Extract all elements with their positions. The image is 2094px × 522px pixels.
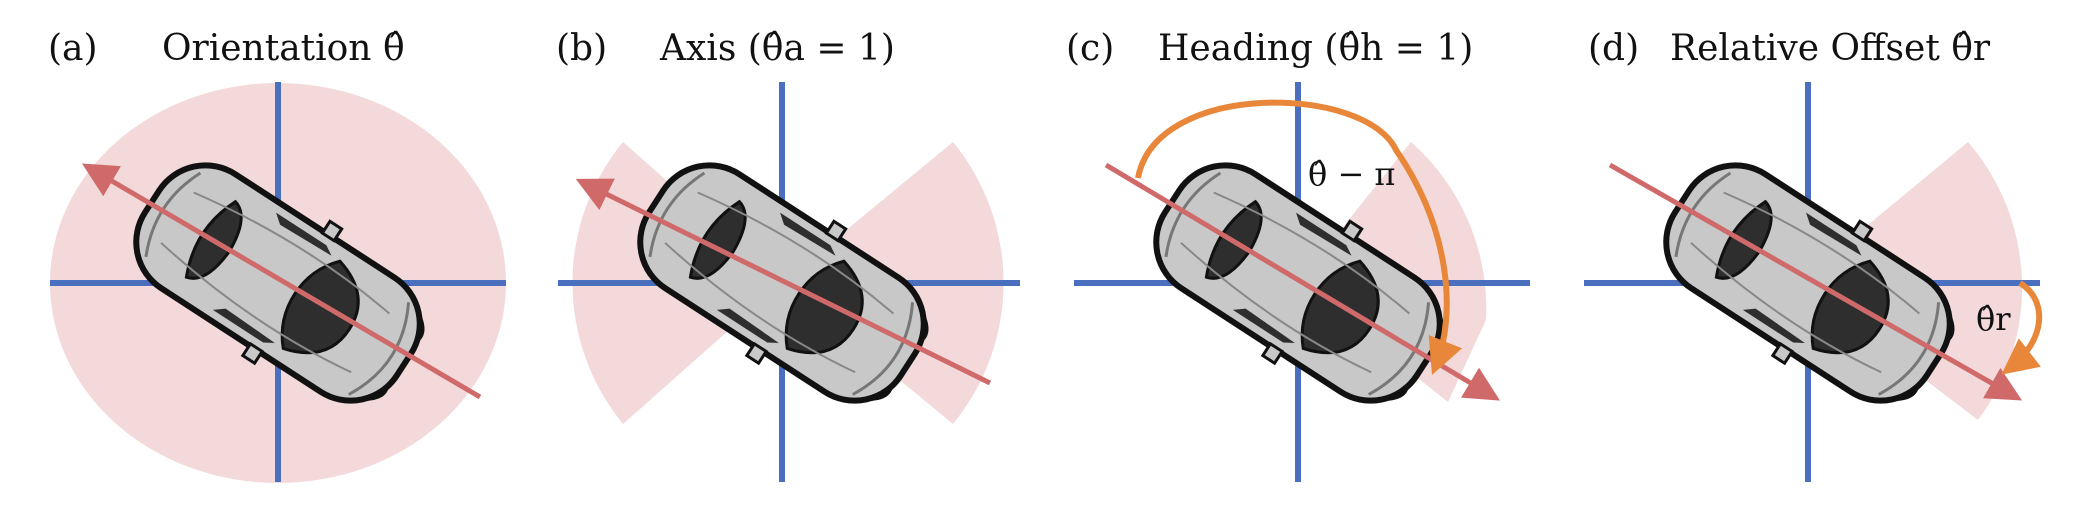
relative-angle-label: θ̂r — [1976, 300, 2011, 338]
axis-arrow-icon — [575, 178, 992, 386]
orientation-diagram — [50, 82, 506, 483]
panel-axis: (b) Axis (θ̂a = 1) — [520, 0, 1040, 522]
relative-offset-arrow-icon — [1608, 162, 2023, 401]
panel-title-relative-offset: Relative Offset θ̂r — [1670, 28, 1991, 69]
panel-title-axis: Axis (θ̂a = 1) — [660, 28, 895, 69]
panel-heading: (c) Heading (θ̂h = 1) θ̂ − π — [1036, 0, 1556, 522]
relative-angle-curve — [2001, 280, 2043, 375]
relative-offset-diagram — [1584, 82, 2043, 482]
heading-angle-curve — [1135, 99, 1463, 376]
panel-label-d: (d) — [1588, 28, 1640, 69]
panel-relative-offset: (d) Relative Offset θ̂r θ̂r — [1558, 0, 2078, 522]
panel-label-c: (c) — [1066, 28, 1115, 69]
panel-title-orientation: Orientation θ̂ — [162, 28, 405, 69]
panel-label-b: (b) — [556, 28, 608, 69]
orientation-arrow-icon — [81, 163, 482, 400]
heading-diagram — [1074, 82, 1530, 482]
panel-orientation: (a) Orientation θ̂ — [0, 0, 520, 522]
panel-title-heading: Heading (θ̂h = 1) — [1158, 28, 1474, 69]
axis-diagram — [558, 82, 1020, 482]
heading-angle-label: θ̂ − π — [1308, 155, 1396, 193]
panel-label-a: (a) — [48, 28, 98, 69]
